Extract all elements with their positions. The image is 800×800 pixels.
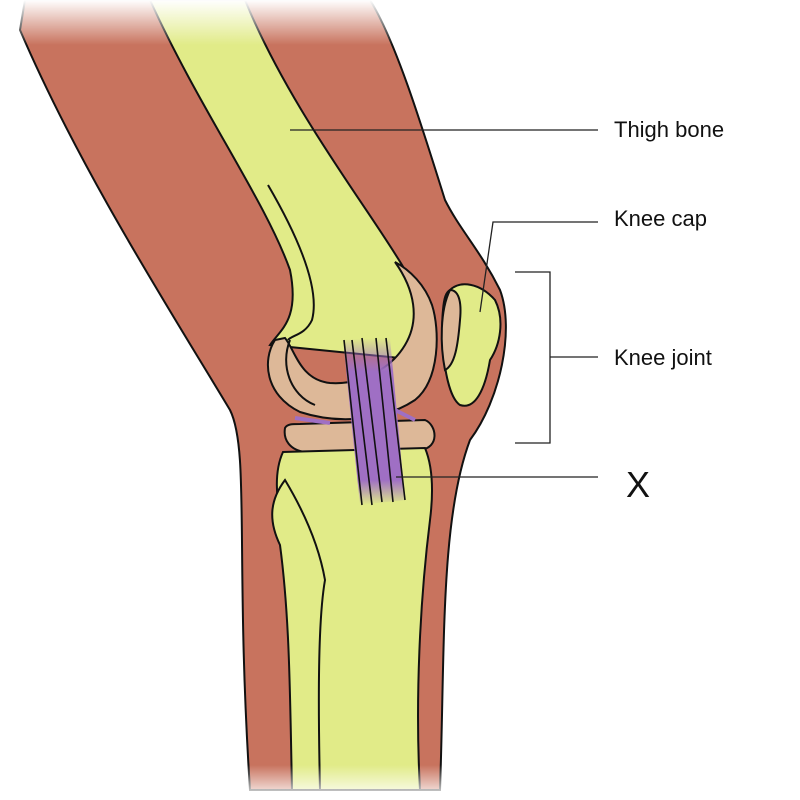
label-x: X: [626, 464, 651, 505]
femur-inner-line: [267, 184, 315, 341]
label-knee-joint: Knee joint: [614, 345, 712, 370]
label-knee-cap: Knee cap: [614, 206, 707, 231]
femur-cartilage: [267, 261, 438, 421]
small-ligaments: [294, 408, 416, 425]
bottom-fade: [0, 765, 800, 800]
knee-cap-cartilage: [440, 288, 462, 372]
knee-joint-bracket: [515, 271, 598, 444]
femur-cartilage-line: [285, 339, 316, 406]
ligament-fibers: [343, 337, 406, 506]
knee-cap-leader: [479, 221, 598, 313]
label-thigh-bone: Thigh bone: [614, 117, 725, 142]
top-fade: [0, 0, 800, 45]
